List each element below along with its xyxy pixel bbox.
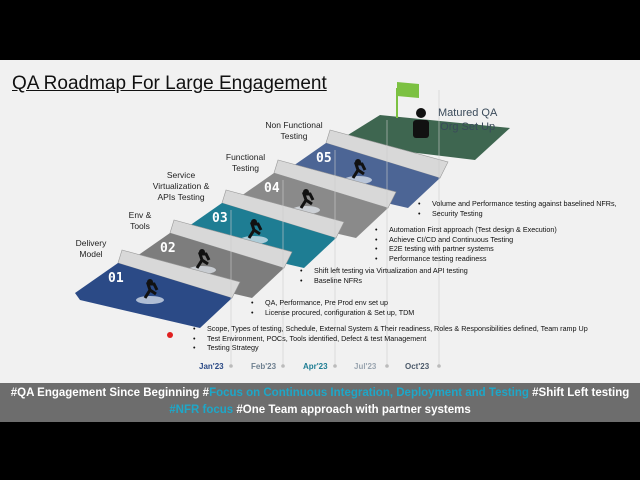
person-icon <box>416 108 426 118</box>
step-number-2: 02 <box>160 241 176 256</box>
step-label-2: Env & Tools <box>128 210 152 231</box>
timeline-dot <box>333 364 337 368</box>
month-jan: Jan'23 <box>199 362 224 371</box>
bullet: Testing Strategy <box>193 343 588 353</box>
goal-line-2: Org Set Up <box>440 121 496 133</box>
step-number-5: 05 <box>316 151 332 166</box>
slide: QA Roadmap For Large Engagement 05 04 03 02… <box>0 60 640 383</box>
step-number-1: 01 <box>108 271 124 286</box>
bullet: Shift left testing via Virtualization an… <box>300 266 468 276</box>
step-number-3: 03 <box>212 211 228 226</box>
hashtag-banner: #QA Engagement Since Beginning #Focus on… <box>0 383 640 422</box>
step-tread-5 <box>283 143 440 208</box>
step-number-4: 04 <box>264 181 280 196</box>
goal-label: Matured QA Org Set Up <box>438 106 497 134</box>
bullet: Baseline NFRs <box>300 276 468 286</box>
step-tread-2 <box>127 233 284 298</box>
goal-line-1: Matured QA <box>438 107 498 119</box>
spotlight <box>136 296 164 304</box>
page-title: QA Roadmap For Large Engagement <box>12 73 327 94</box>
bullet: License procured, configuration & Set up… <box>251 308 414 318</box>
step-label-4: Functional Testing <box>225 152 266 173</box>
banner-text: #One Team approach with partner systems <box>233 404 471 416</box>
month-oct: Oct'23 <box>405 362 430 371</box>
runner-icon <box>247 222 263 239</box>
banner-text: #QA Engagement Since Beginning # <box>10 387 210 399</box>
timeline-dot <box>281 364 285 368</box>
step-tread-3 <box>179 203 336 268</box>
flag-icon <box>397 82 419 98</box>
step-riser-1 <box>117 249 241 299</box>
bullet: E2E testing with partner systems <box>375 244 557 254</box>
step-label-3: Service Virtualization & APIs Testing <box>152 170 210 202</box>
bullet: Test Environment, POCs, Tools identified… <box>193 334 588 344</box>
bullets-delivery: Scope, Types of testing, Schedule, Exter… <box>193 324 588 353</box>
bullet: Scope, Types of testing, Schedule, Exter… <box>193 324 588 334</box>
step-tread-4 <box>231 173 388 238</box>
pointer-dot <box>167 332 173 338</box>
runner-icon <box>195 252 211 269</box>
bullet: Security Testing <box>418 209 617 219</box>
bullets-env: QA, Performance, Pre Prod env set upLice… <box>251 298 414 317</box>
staircase-graphic: 05 04 03 02 01 <box>75 82 510 368</box>
month-feb: Feb'23 <box>251 362 277 371</box>
banner-highlight: #NFR focus <box>169 404 234 416</box>
banner-highlight: Focus on Continuous Integration, Deploym… <box>209 387 529 399</box>
step-tread-1 <box>75 263 232 328</box>
bullet: QA, Performance, Pre Prod env set up <box>251 298 414 308</box>
bullets-nfr: Volume and Performance testing against b… <box>418 199 617 218</box>
runner-icon <box>143 282 159 299</box>
timeline-dot <box>385 364 389 368</box>
runner-icon <box>351 162 367 179</box>
bullet: Achieve CI/CD and Continuous Testing <box>375 235 557 245</box>
person-icon <box>413 120 429 138</box>
month-apr: Apr'23 <box>303 362 328 371</box>
bullets-functional: Automation First approach (Test design &… <box>375 225 557 263</box>
bullet: Volume and Performance testing against b… <box>418 199 617 209</box>
banner-text: #Shift Left testing <box>528 387 630 399</box>
bullet: Automation First approach (Test design &… <box>375 225 557 235</box>
step-label-1: Delivery Model <box>75 238 107 259</box>
bullets-virtualization: Shift left testing via Virtualization an… <box>300 266 468 285</box>
timeline-dot <box>229 364 233 368</box>
month-jul: Jul'23 <box>354 362 377 371</box>
step-label-5: Non Functional Testing <box>265 120 323 141</box>
runner-icon <box>299 192 315 209</box>
bullet: Performance testing readiness <box>375 254 557 264</box>
timeline-dot <box>437 364 441 368</box>
